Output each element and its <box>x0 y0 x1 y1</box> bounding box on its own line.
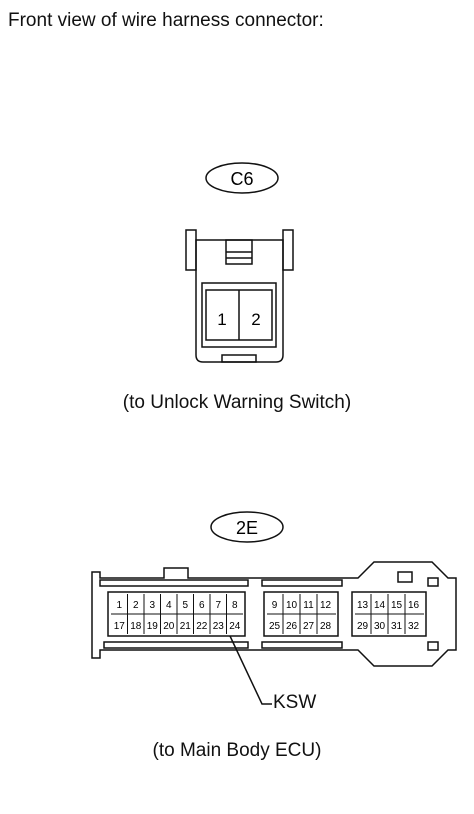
2e-pin-11: 11 <box>303 600 314 611</box>
ksw-leader-line <box>229 635 272 705</box>
2e-pin-6: 6 <box>199 600 205 611</box>
2e-pin-26: 26 <box>286 621 298 632</box>
2e-pin-9: 9 <box>272 600 278 611</box>
2e-pin-30: 30 <box>374 621 386 632</box>
2e-pin-24: 24 <box>229 621 241 632</box>
2e-pin-2: 2 <box>133 600 139 611</box>
2e-pin-17: 17 <box>114 621 126 632</box>
c6-pin-1: 1 <box>217 310 226 329</box>
c6-code-label: C6 <box>230 169 253 189</box>
2e-pin-25: 25 <box>269 621 281 632</box>
2e-pin-29: 29 <box>357 621 369 632</box>
2e-pin-block-a <box>107 591 246 637</box>
2e-code-oval <box>210 511 284 543</box>
2e-caption: (to Main Body ECU) <box>152 740 322 761</box>
2e-pin-4: 4 <box>166 600 172 611</box>
2e-pin-20: 20 <box>163 621 175 632</box>
2e-pin-block-b <box>263 591 339 637</box>
c6-code-oval <box>205 162 279 194</box>
2e-pin-8: 8 <box>232 600 238 611</box>
2e-pin-7: 7 <box>216 600 222 611</box>
2e-pin-32: 32 <box>408 621 420 632</box>
2e-pin-19: 19 <box>147 621 159 632</box>
2e-pin-27: 27 <box>303 621 315 632</box>
2e-code-label: 2E <box>236 518 258 538</box>
2e-pin-3: 3 <box>150 600 156 611</box>
2e-pin-15: 15 <box>391 600 403 611</box>
2e-pin-14: 14 <box>374 600 386 611</box>
2e-pin-12: 12 <box>320 600 332 611</box>
c6-caption: (to Unlock Warning Switch) <box>122 392 352 413</box>
2e-connector <box>91 561 457 667</box>
diagram-heading: Front view of wire harness connector: <box>8 10 324 31</box>
2e-pin-28: 28 <box>320 621 332 632</box>
2e-pin-18: 18 <box>130 621 142 632</box>
2e-pin-21: 21 <box>180 621 192 632</box>
ksw-terminal-label: KSW <box>273 692 317 713</box>
2e-pin-31: 31 <box>391 621 403 632</box>
2e-pin-22: 22 <box>196 621 208 632</box>
2e-pin-5: 5 <box>183 600 189 611</box>
2e-pin-10: 10 <box>286 600 298 611</box>
2e-pin-23: 23 <box>213 621 225 632</box>
2e-pin-13: 13 <box>357 600 369 611</box>
c6-pin-2: 2 <box>251 310 260 329</box>
2e-pin-block-c <box>351 591 427 637</box>
2e-pin-1: 1 <box>117 600 123 611</box>
2e-pin-16: 16 <box>408 600 420 611</box>
c6-connector <box>185 229 294 363</box>
